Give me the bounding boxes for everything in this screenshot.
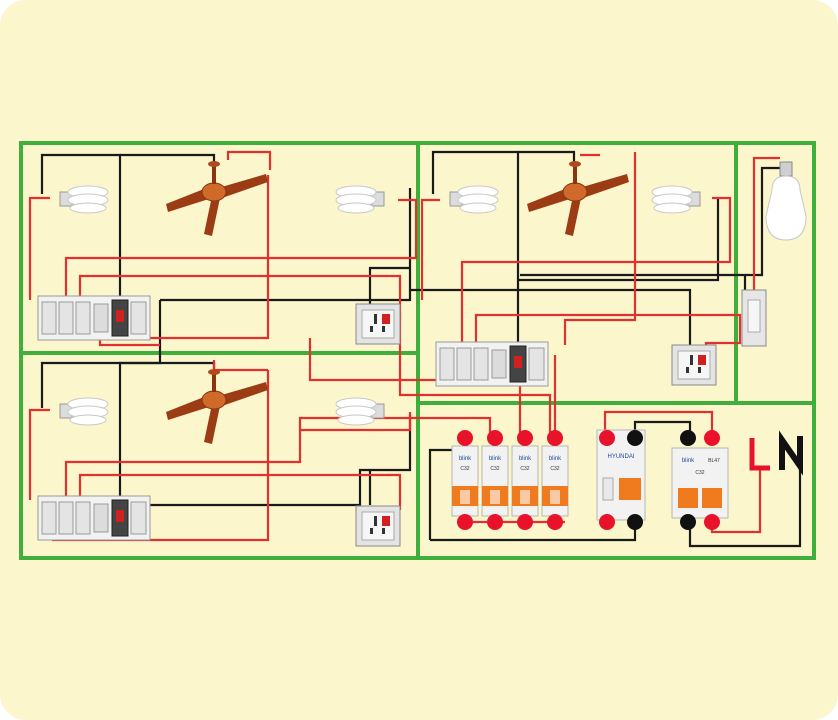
mcb-4[interactable]: blink C32 <box>541 445 569 517</box>
mcb-3[interactable]: blink C32 <box>511 445 539 517</box>
supply-marks <box>749 430 803 476</box>
mcb-brand-label: blink <box>519 456 532 462</box>
cfl-lamp-icon <box>335 397 385 426</box>
cfl-lamp-icon <box>449 185 499 214</box>
room-1-fixtures <box>37 160 401 345</box>
switch-board-icon[interactable] <box>37 495 151 541</box>
cfl-lamp-icon <box>651 185 701 214</box>
ceiling-fan-icon <box>526 160 630 237</box>
mcb-rating-label: C32 <box>520 466 529 472</box>
mcb-rating-label: C32 <box>460 466 469 472</box>
switch-board-icon[interactable] <box>37 295 151 341</box>
phase-wires <box>28 150 780 542</box>
ceiling-fan-icon <box>165 368 269 445</box>
socket-icon <box>355 505 401 547</box>
room-3-fixtures <box>435 160 717 387</box>
mcb-rating-label: C32 <box>695 470 704 476</box>
mcb-2[interactable]: blink C32 <box>481 445 509 517</box>
neutral-mark <box>779 430 803 476</box>
mcb-brand-label: blink <box>489 456 502 462</box>
main-mcb-icon[interactable]: blink BL47 C32 <box>671 447 729 519</box>
led-bulb-icon <box>765 161 807 241</box>
distribution-board: blink C32 blink C32 blink C32 blink C32 … <box>451 429 729 530</box>
room-borders <box>19 141 816 560</box>
mcb-brand-label: blink <box>549 456 562 462</box>
cfl-lamp-icon <box>59 397 109 426</box>
mcb-1[interactable]: blink C32 <box>451 445 479 517</box>
mcb-rating-label: C32 <box>550 466 559 472</box>
socket-icon <box>355 303 401 345</box>
mcb-rating-label: C32 <box>490 466 499 472</box>
rcd-brand-label: HYUNDAI <box>607 454 634 460</box>
mcb-brand-label: blink <box>459 456 472 462</box>
mcb-brand-label: blink <box>682 458 695 464</box>
room-4-fixtures <box>741 161 807 347</box>
switch-board-icon[interactable] <box>435 341 549 387</box>
ceiling-fan-icon <box>165 160 269 237</box>
cfl-lamp-icon <box>335 185 385 214</box>
switch-icon[interactable] <box>741 289 767 347</box>
neutral-wires <box>40 150 802 548</box>
socket-icon <box>671 344 717 386</box>
cfl-lamp-icon <box>59 185 109 214</box>
breaker-terminals <box>457 430 720 530</box>
mcb-model-label: BL47 <box>708 458 720 464</box>
phase-mark <box>749 438 770 471</box>
room-2-fixtures <box>37 368 401 547</box>
